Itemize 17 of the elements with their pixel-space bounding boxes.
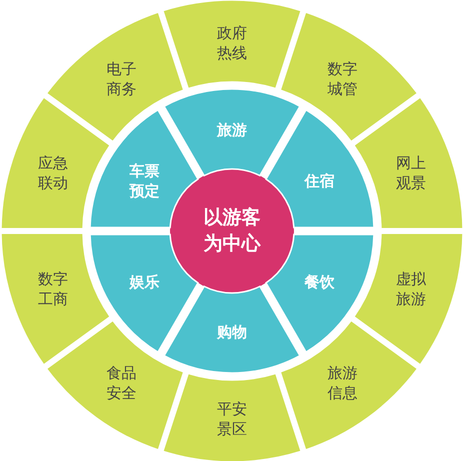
segment-label: 旅游: [217, 120, 247, 140]
segment-label: 政府热线: [217, 22, 247, 64]
segment-label: 网上观景: [396, 152, 426, 194]
segment-label: 数字城管: [328, 58, 358, 100]
segment-label: 数字工商: [38, 268, 68, 310]
segment-label: 住宿: [304, 170, 334, 191]
segment-label: 娱乐: [130, 271, 160, 292]
segment-label: 电子商务: [106, 58, 136, 100]
segment-label: 食品安全: [106, 362, 136, 404]
segment-label: 车票预定: [130, 160, 160, 201]
segment-label: 餐饮: [304, 271, 334, 292]
segment-label: 购物: [217, 322, 247, 342]
segment-label: 旅游信息: [328, 362, 358, 404]
segment-label: 应急联动: [38, 152, 68, 194]
center-label: 以游客为中心: [204, 205, 260, 256]
segment-label: 平安景区: [217, 398, 247, 440]
segment-label: 虚拟旅游: [396, 268, 426, 310]
